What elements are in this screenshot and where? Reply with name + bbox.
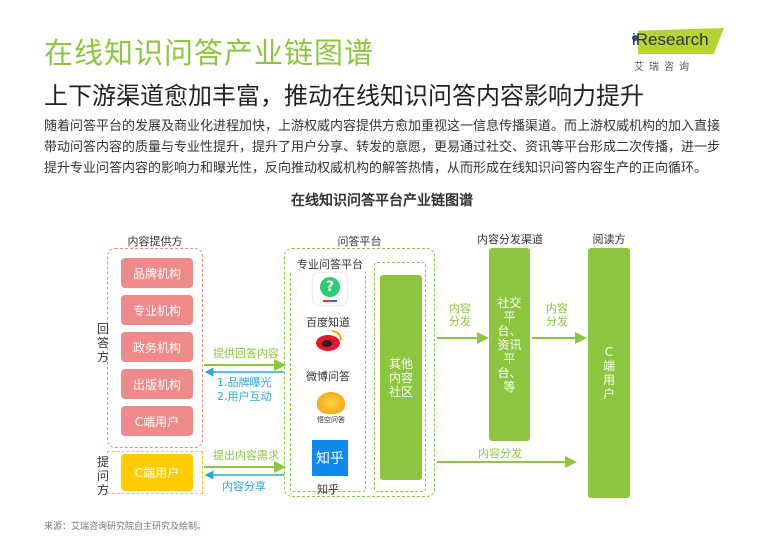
page-subtitle: 上下游渠道愈加丰富，推动在线知识问答内容影响力提升: [44, 82, 644, 110]
platform-title: 问答平台: [337, 235, 382, 248]
answer-arrow-label: 提供回答内容: [213, 347, 279, 360]
iresearch-logo: iResearch 艾瑞咨询: [630, 26, 726, 74]
page-title: 在线知识问答产业链图谱: [44, 36, 375, 70]
asker-group: [107, 451, 203, 494]
provider-group: [107, 248, 203, 448]
wukong-icon: 悟空问答: [313, 390, 349, 426]
diagram-title: 在线知识问答平台产业链图谱: [291, 193, 473, 209]
platform-name: 知乎: [317, 483, 339, 496]
other-community: 其他内容社区: [380, 275, 422, 480]
provider-box: 品牌机构: [121, 258, 193, 288]
asker-box: C端用户: [121, 454, 193, 491]
provider-box: 出版机构: [121, 369, 193, 399]
reader-column: C端用户: [588, 248, 630, 498]
left-arrows: [204, 359, 286, 480]
feedback-label-1: 1.品牌曝光: [217, 376, 272, 389]
distribute-label-2: 内容分发: [546, 302, 568, 328]
other-community-group: [374, 262, 426, 492]
zhihu-icon: 知乎: [312, 440, 348, 476]
source-note: 来源：艾瑞咨询研究院自主研究及绘制。: [44, 522, 207, 532]
provider-title: 内容提供方: [127, 235, 183, 248]
provider-box: 专业机构: [121, 295, 193, 325]
platform-name: 百度知道: [306, 316, 350, 329]
distribute-label-3: 内容分发: [478, 447, 522, 460]
distribute-label-1: 内容分发: [449, 302, 471, 328]
intro-paragraph: 随着问答平台的发展及商业化进程加快，上游权威内容提供方愈加重视这一信息传播渠道。…: [44, 119, 721, 176]
platform-group: [284, 248, 435, 497]
provider-box: C端用户: [121, 406, 193, 436]
pro-platform-title: 专业问答平台: [290, 256, 370, 272]
platform-name: 微博问答: [306, 370, 350, 383]
baidu-zhidao-icon: ?: [313, 273, 347, 305]
answer-side-label: 回答方: [96, 322, 109, 364]
share-arrow-label: 内容分享: [222, 480, 266, 493]
demand-arrow-label: 提出内容需求: [213, 449, 279, 462]
pro-platform-group: [290, 262, 366, 492]
channel-title: 内容分发渠道: [477, 233, 543, 246]
weibo-icon: [316, 330, 342, 352]
provider-box: 政务机构: [121, 332, 193, 362]
right-arrows: [437, 332, 587, 468]
reader-title: 阅读方: [592, 233, 626, 246]
ask-side-label: 提问方: [96, 455, 109, 497]
feedback-label-2: 2.用户互动: [217, 390, 272, 403]
channel-column: 社交平台、资讯平台、等: [489, 248, 530, 441]
